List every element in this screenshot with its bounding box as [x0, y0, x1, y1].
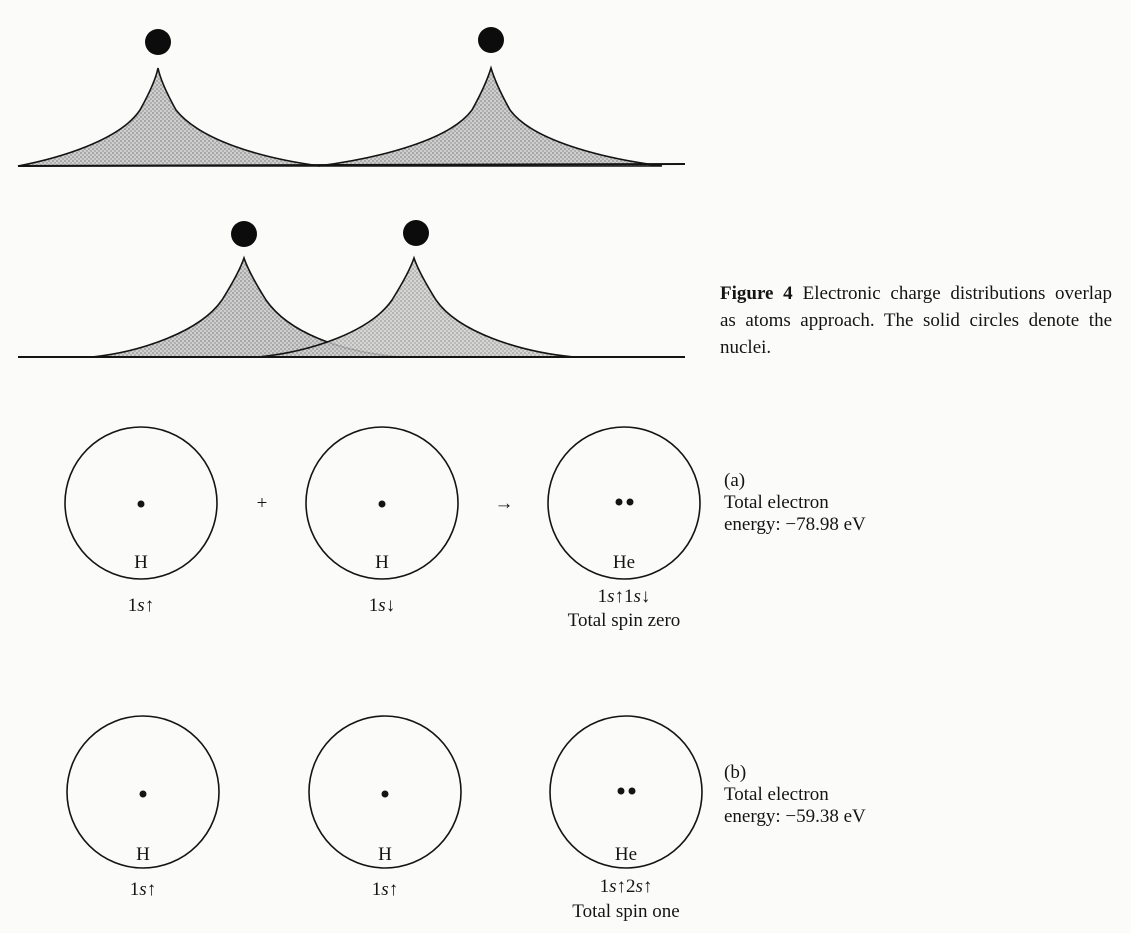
figure-label: Figure 4 [720, 283, 793, 304]
panel-a-energy-line1: Total electron [724, 492, 829, 513]
overlapping-atoms-distribution [18, 220, 685, 358]
panel-a: H 1s↑ + H 1s↓ → He 1s↑1s↓ Total spin zer… [64, 426, 701, 631]
atom-symbol-b3: He [615, 844, 637, 865]
charge-cloud-overlap-right [257, 255, 575, 358]
electron-config-a2: 1s↓ [369, 595, 395, 616]
reaction-arrow: → [495, 493, 514, 514]
nucleus-right [478, 27, 504, 53]
atom-circle-a2 [305, 426, 459, 580]
nucleus-overlap-left [231, 221, 257, 247]
baseline-top [17, 163, 686, 167]
electron-dot [615, 498, 623, 506]
atom-circle-b1 [66, 715, 220, 869]
electron-dot [381, 790, 389, 798]
electron-dot [626, 498, 634, 506]
electron-config-b1: 1s↑ [130, 879, 156, 900]
panel-b-letter: (b) [724, 762, 747, 783]
total-spin-a: Total spin zero [568, 610, 681, 631]
separated-atoms-distribution [17, 27, 686, 167]
electron-dot [617, 787, 625, 795]
nucleus-overlap-right [403, 220, 429, 246]
atom-circle-b3 [549, 715, 703, 869]
charge-cloud-left [17, 67, 321, 167]
nucleus-left [145, 29, 171, 55]
electron-dot [378, 500, 386, 508]
electron-dot [137, 500, 145, 508]
atom-symbol-a2: H [375, 552, 389, 573]
electron-dot [139, 790, 147, 798]
panel-b: H 1s↑ H 1s↑ He 1s↑2s↑ Total spin one [66, 715, 703, 922]
electron-dot [628, 787, 636, 795]
panel-a-energy-line2: energy: −78.98 eV [724, 514, 866, 535]
atom-circle-a3 [547, 426, 701, 580]
atom-circle-a1 [64, 426, 218, 580]
panel-b-energy-line2: energy: −59.38 eV [724, 806, 866, 827]
electron-config-b2: 1s↑ [372, 879, 398, 900]
plus-operator: + [257, 493, 268, 514]
panel-b-annotation: (b) Total electron energy: −59.38 eV [724, 762, 866, 828]
electron-config-a3: 1s↑1s↓ [598, 586, 651, 607]
charge-cloud-overlap-left [91, 255, 401, 358]
panel-b-energy-line1: Total electron [724, 784, 829, 805]
electron-config-a1: 1s↑ [128, 595, 154, 616]
figure-caption-text: Electronic charge distributions overlap … [720, 283, 1112, 358]
panel-a-annotation: (a) Total electron energy: −78.98 eV [724, 470, 866, 536]
charge-cloud-right [317, 65, 663, 167]
atom-symbol-b2: H [378, 844, 392, 865]
electron-config-b3: 1s↑2s↑ [600, 876, 653, 897]
atom-symbol-b1: H [136, 844, 150, 865]
total-spin-b: Total spin one [572, 901, 679, 922]
atom-symbol-a3: He [613, 552, 635, 573]
panel-a-letter: (a) [724, 470, 746, 491]
atom-symbol-a1: H [134, 552, 148, 573]
atom-circle-b2 [308, 715, 462, 869]
